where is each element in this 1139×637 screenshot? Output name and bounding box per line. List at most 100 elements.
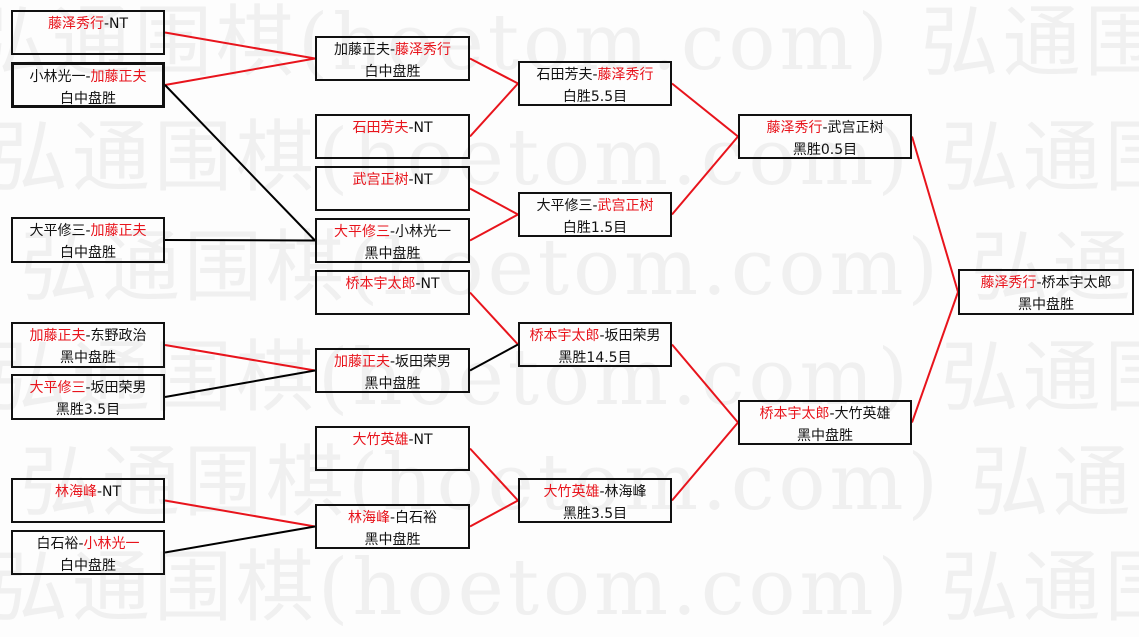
player-name: -武宫正树 [822, 120, 884, 136]
match-players: 藤泽秀行-武宫正树 [740, 117, 910, 139]
winner-name: 加藤正夫 [29, 328, 86, 344]
match-players: 加藤正夫-藤泽秀行 [317, 39, 468, 61]
player-name: -东野政治 [85, 328, 147, 344]
connector-line [164, 239, 316, 242]
winner-connector-line [164, 31, 316, 60]
player-name: -NT [103, 16, 129, 32]
match-players: 白石裕-小林光一 [13, 533, 163, 555]
winner-connector-line [469, 82, 519, 138]
match-box: 石田芳夫-NT [315, 114, 470, 159]
winner-name: 小林光一 [83, 536, 140, 552]
winner-name: 藤泽秀行 [597, 67, 654, 83]
winner-connector-line [469, 499, 519, 528]
match-players: 大平修三-武宫正树 [520, 195, 670, 217]
winner-name: 加藤正夫 [90, 223, 147, 239]
player-name: 白石裕- [36, 536, 84, 552]
match-players: 石田芳夫-藤泽秀行 [520, 64, 670, 86]
match-box: 白石裕-小林光一白中盘胜 [11, 530, 165, 575]
winner-connector-line [469, 447, 519, 502]
match-result: 黑胜14.5目 [558, 350, 632, 366]
winner-connector-line [469, 187, 519, 216]
winner-name: 石田芳夫 [352, 120, 409, 136]
winner-name: 林海峰 [54, 484, 97, 500]
match-players: 藤泽秀行-桥本宇太郎 [960, 272, 1132, 294]
connector-line [164, 525, 316, 554]
match-box: 武宫正树-NT [315, 166, 470, 211]
winner-connector-line [911, 291, 959, 423]
match-result: 黑胜0.5目 [792, 142, 858, 158]
match-players: 加藤正夫-坂田荣男 [317, 351, 468, 373]
match-players: 大平修三-坂田荣男 [13, 377, 163, 399]
winner-connector-line [671, 343, 739, 424]
player-name: -白石裕 [389, 510, 438, 526]
watermark-text: 弘通围棋(hoetom.com) 弘通围棋(hoetom.com) 弘通围棋(h… [0, 0, 1139, 88]
winner-name: 加藤正夫 [333, 354, 390, 370]
match-result: 白胜5.5目 [562, 89, 628, 105]
match-result: 黑中盘胜 [60, 350, 116, 366]
winner-connector-line [671, 135, 739, 216]
connector-line [164, 369, 316, 398]
winner-name: 林海峰 [347, 510, 390, 526]
match-result: 白中盘胜 [60, 91, 116, 107]
winner-name: 藤泽秀行 [47, 16, 104, 32]
match-box: 石田芳夫-藤泽秀行白胜5.5目 [518, 61, 672, 106]
match-players: 大平修三-小林光一 [317, 221, 468, 243]
winner-connector-line [469, 57, 519, 85]
watermark-text: 弘通围棋(hoetom.com) 弘通围棋(hoetom.com) 弘通围棋(h… [0, 333, 1139, 423]
match-players: 大竹英雄-NT [317, 429, 468, 451]
watermark-text: 弘通围棋(hoetom.com) 弘通围棋(hoetom.com) 弘通围棋(h… [0, 113, 1139, 203]
winner-connector-line [469, 291, 519, 346]
winner-name: 藤泽秀行 [766, 120, 823, 136]
winner-name: 加藤正夫 [90, 69, 147, 85]
player-name: 大平修三- [29, 223, 91, 239]
match-result: 黑中盘胜 [797, 428, 853, 444]
winner-name: 桥本宇太郎 [345, 276, 416, 292]
match-players: 桥本宇太郎-大竹英雄 [740, 403, 910, 425]
winner-name: 大平修三 [29, 380, 86, 396]
match-players: 桥本宇太郎-NT [317, 273, 468, 295]
winner-connector-line [164, 499, 316, 528]
player-name: -坂田荣男 [389, 354, 452, 370]
player-name: 大平修三- [536, 198, 598, 214]
winner-name: 大平修三 [333, 224, 390, 240]
winner-name: 桥本宇太郎 [759, 406, 830, 422]
match-result: 黑中盘胜 [364, 532, 421, 548]
match-result: 白中盘胜 [60, 245, 116, 261]
match-players: 林海峰-NT [13, 481, 163, 503]
match-players: 林海峰-白石裕 [317, 507, 468, 529]
player-name: -NT [408, 432, 433, 448]
player-name: -NT [408, 172, 433, 188]
match-box: 加藤正夫-东野政治黑中盘胜 [11, 322, 165, 368]
match-box: 加藤正夫-藤泽秀行白中盘胜 [315, 36, 470, 81]
match-box: 小林光一-加藤正夫白中盘胜 [11, 62, 165, 108]
winner-name: 桥本宇太郎 [529, 328, 600, 344]
match-result: 黑胜3.5目 [562, 506, 628, 522]
match-box: 大平修三-武宫正树白胜1.5目 [518, 192, 672, 237]
match-box: 大平修三-加藤正夫白中盘胜 [11, 217, 165, 263]
player-name: 小林光一- [29, 69, 91, 85]
match-players: 小林光一-加藤正夫 [14, 66, 162, 88]
match-box: 大平修三-小林光一黑中盘胜 [315, 218, 470, 263]
match-box: 藤泽秀行-桥本宇太郎黑中盘胜 [958, 269, 1134, 315]
match-result: 白胜1.5目 [562, 220, 628, 236]
match-box: 大竹英雄-林海峰黑胜3.5目 [518, 478, 672, 523]
match-players: 藤泽秀行-NT [13, 13, 163, 35]
match-box: 桥本宇太郎-大竹英雄黑中盘胜 [738, 400, 912, 445]
player-name: 加藤正夫- [333, 42, 396, 58]
winner-connector-line [671, 421, 739, 502]
connector-line [164, 84, 316, 242]
winner-connector-line [164, 344, 316, 372]
match-box: 桥本宇太郎-NT [315, 270, 470, 315]
player-name: -NT [96, 484, 122, 500]
match-result: 黑中盘胜 [1018, 297, 1074, 313]
match-result: 白中盘胜 [60, 558, 116, 574]
match-result: 黑胜3.5目 [55, 402, 121, 418]
match-players: 武宫正树-NT [317, 169, 468, 191]
winner-name: 武宫正树 [352, 172, 409, 188]
winner-name: 大竹英雄 [352, 432, 409, 448]
player-name: -坂田荣男 [599, 328, 661, 344]
match-box: 大平修三-坂田荣男黑胜3.5目 [11, 374, 165, 420]
match-result: 黑中盘胜 [364, 376, 421, 392]
match-box: 藤泽秀行-NT [11, 10, 165, 55]
match-box: 林海峰-白石裕黑中盘胜 [315, 504, 470, 549]
